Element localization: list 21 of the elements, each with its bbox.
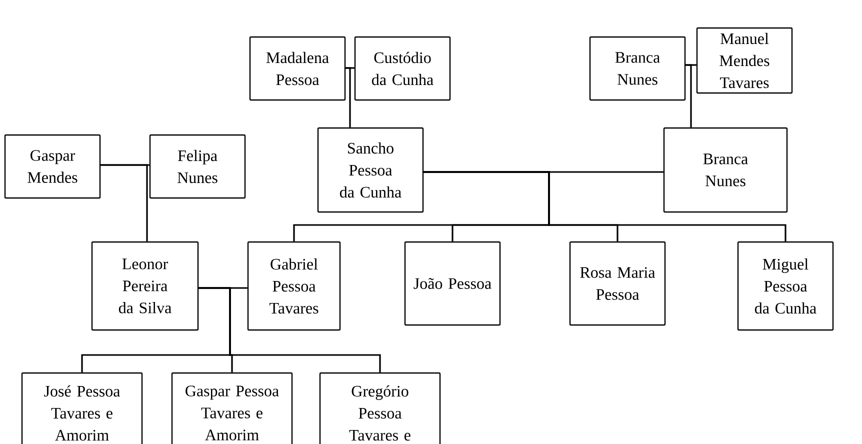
connector-line: [686, 64, 692, 128]
person-box: José Pessoa Tavares e Amorim: [21, 372, 143, 444]
person-box: Gaspar Mendes: [4, 134, 101, 199]
person-box: Manuel Mendes Tavares: [696, 27, 793, 94]
person-box: Madalena Pessoa: [249, 36, 346, 101]
person-box: Gabriel Pessoa Tavares: [247, 241, 341, 331]
person-box: Felipa Nunes: [149, 134, 246, 199]
person-box: Gregório Pessoa Tavares e: [319, 372, 441, 444]
person-box: João Pessoa: [404, 241, 501, 326]
person-box: Branca Nunes: [589, 36, 686, 101]
person-box: Gaspar Pessoa Tavares e Amorim: [171, 372, 293, 444]
person-box: Leonor Pereira da Silva: [91, 241, 199, 331]
connector-line: [346, 67, 351, 128]
person-box: Sancho Pessoa da Cunha: [317, 127, 424, 213]
connector-line: [424, 171, 786, 242]
person-box: Custódio da Cunha: [354, 36, 451, 101]
person-box: Branca Nunes: [663, 127, 788, 213]
connector-line: [100, 164, 148, 242]
person-box: Miguel Pessoa da Cunha: [737, 241, 834, 331]
connector-line: [198, 287, 381, 372]
person-box: Rosa Maria Pessoa: [569, 241, 666, 326]
